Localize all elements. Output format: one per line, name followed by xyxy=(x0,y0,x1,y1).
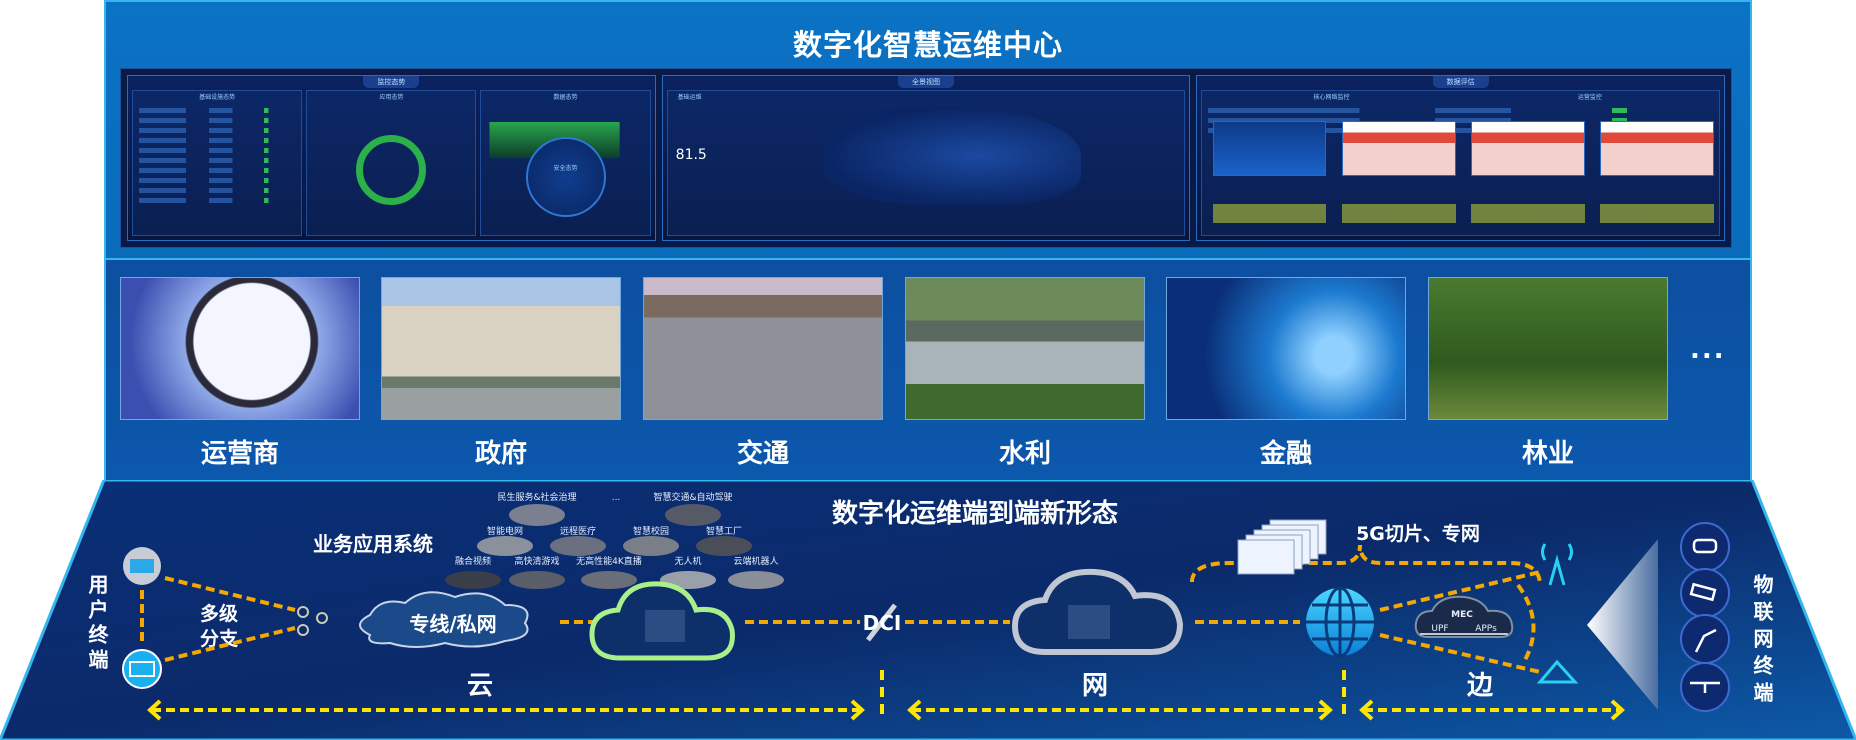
app-label: 智慧交通&自动驾驶 xyxy=(653,491,732,503)
segment-network-label: 网 xyxy=(1082,671,1108,701)
app-label: 智慧校园 xyxy=(633,525,669,537)
private-network-cloud xyxy=(359,591,529,648)
industry-label: 水利 xyxy=(998,439,1051,469)
data-pane: 数据态势 安全态势 xyxy=(480,90,651,236)
app-label: 民生服务&社会治理 xyxy=(497,491,576,503)
app-label: ... xyxy=(612,493,621,503)
app-label: 无高性能4K直播 xyxy=(576,555,642,567)
screen-title: 监控态势 xyxy=(363,76,420,88)
camera-icon xyxy=(1680,568,1730,618)
traffic-image xyxy=(643,277,883,420)
more-ellipsis: ... xyxy=(1690,335,1726,365)
network-slice-cards xyxy=(1237,519,1327,575)
ring-gauge xyxy=(356,135,427,205)
app-label: 智能电网 xyxy=(487,525,523,537)
platform-trapezoid xyxy=(0,480,1856,740)
iot-terminal-label: 物联网终端 xyxy=(1750,574,1774,709)
screen-title: 全景视图 xyxy=(898,76,954,88)
iot-devices xyxy=(1680,522,1730,712)
app-pane: 应用态势 xyxy=(306,90,477,236)
forestry-image xyxy=(1428,277,1668,420)
industry-label: 林业 xyxy=(1521,439,1574,469)
industry-label: 交通 xyxy=(736,439,789,469)
globe-icon xyxy=(1306,586,1374,658)
apps-label: APPs xyxy=(1475,624,1497,634)
vr-headset-icon xyxy=(1680,522,1730,572)
app-scenarios: 民生服务&社会治理 ... 智慧交通&自动驾驶 智能电网 远程医疗 智慧校园 智… xyxy=(445,491,784,589)
monitor-screen: 监控态势 基础设施态势 应用态势 数据态势 安全态势 xyxy=(127,75,656,241)
app-label: 远程医疗 xyxy=(560,525,596,537)
pane-title: 基础运维 xyxy=(677,94,702,101)
finance-image xyxy=(1166,277,1406,420)
dci-link-icon xyxy=(866,603,897,642)
screen-title: 数据评估 xyxy=(1432,76,1489,88)
branch-node-icon xyxy=(297,606,328,636)
pane-title: 数据态势 xyxy=(553,94,578,101)
server-rack-icon xyxy=(1068,605,1110,639)
app-label: 无人机 xyxy=(674,555,701,567)
app-thumb xyxy=(445,571,501,589)
iot-mesh-icon xyxy=(1536,659,1579,684)
segment-cloud-label: 云 xyxy=(467,671,493,701)
app-thumb xyxy=(665,504,721,526)
eval-pane: 核心网络监控 运营监控 xyxy=(1201,90,1721,236)
app-thumb xyxy=(509,504,565,526)
industry-label: 金融 xyxy=(1259,439,1312,469)
pane-title: 运营监控 xyxy=(1577,94,1602,101)
building-icon xyxy=(130,559,154,573)
user-terminal-label: 用户终端 xyxy=(85,574,109,674)
multi-branch-label: 多级 xyxy=(200,602,238,625)
dashboard-screenshot: 监控态势 基础设施态势 应用态势 数据态势 安全态势 全景视图 基础运维 81.… xyxy=(120,68,1732,248)
app-thumb xyxy=(477,536,533,556)
app-label: 云端机器人 xyxy=(733,555,778,567)
upf-label: UPF xyxy=(1431,624,1448,634)
architecture-diagram: 数字化运维端到端新形态 业务应用系统 民生服务&社会治理 ... 智慧交通&自动… xyxy=(0,480,1856,740)
water-image xyxy=(905,277,1145,420)
pane-title: 安全态势 xyxy=(553,165,578,172)
radar-graphic xyxy=(525,137,606,218)
industry-label: 政府 xyxy=(474,439,527,469)
mec-label: MEC xyxy=(1451,610,1473,620)
government-image xyxy=(381,277,621,420)
metric-value: 81.5 xyxy=(675,147,707,163)
app-label: 智慧工厂 xyxy=(706,525,742,537)
map-pane: 基础运维 81.5 xyxy=(666,90,1186,236)
server-rack-icon xyxy=(645,610,685,642)
banner-title: 数字化智慧运维中心 xyxy=(792,28,1063,62)
segment-edge-label: 边 xyxy=(1467,671,1494,701)
multi-branch-label: 分支 xyxy=(200,628,239,650)
app-thumb xyxy=(581,571,637,589)
pane-title: 基础设施态势 xyxy=(199,94,236,101)
robot-arm-icon xyxy=(1680,614,1730,664)
building-icon xyxy=(129,661,155,677)
evaluation-screen: 数据评估 核心网络监控 运营监控 xyxy=(1196,75,1726,241)
pane-title: 核心网络监控 xyxy=(1313,94,1350,101)
china-map xyxy=(822,107,1082,205)
antenna-icon xyxy=(1541,543,1573,586)
app-thumb xyxy=(550,536,606,556)
app-thumb xyxy=(728,571,784,589)
app-thumb xyxy=(623,536,679,556)
iot-funnel-graphic xyxy=(1587,539,1658,710)
apps-title: 业务应用系统 xyxy=(313,532,433,556)
private-line-label: 专线/私网 xyxy=(409,612,496,636)
mec-cloud xyxy=(1414,595,1514,638)
app-label: 融合视频 xyxy=(455,555,491,567)
pane-title: 应用态势 xyxy=(379,94,404,101)
segment-arrows xyxy=(147,670,1625,721)
app-label: 高快清游戏 xyxy=(514,555,559,567)
user-terminal-icon xyxy=(122,649,162,689)
slice-label: 5G切片、专网 xyxy=(1356,522,1480,545)
infra-pane: 基础设施态势 xyxy=(132,90,303,236)
dci-label: DCI xyxy=(863,611,902,635)
panorama-screen: 全景视图 基础运维 81.5 xyxy=(661,75,1191,241)
architecture-title: 数字化运维端到端新形态 xyxy=(832,498,1118,529)
industry-label: 运营商 xyxy=(200,439,279,469)
app-thumb xyxy=(509,571,565,589)
app-thumb xyxy=(696,536,752,556)
telecom-image xyxy=(120,277,360,420)
